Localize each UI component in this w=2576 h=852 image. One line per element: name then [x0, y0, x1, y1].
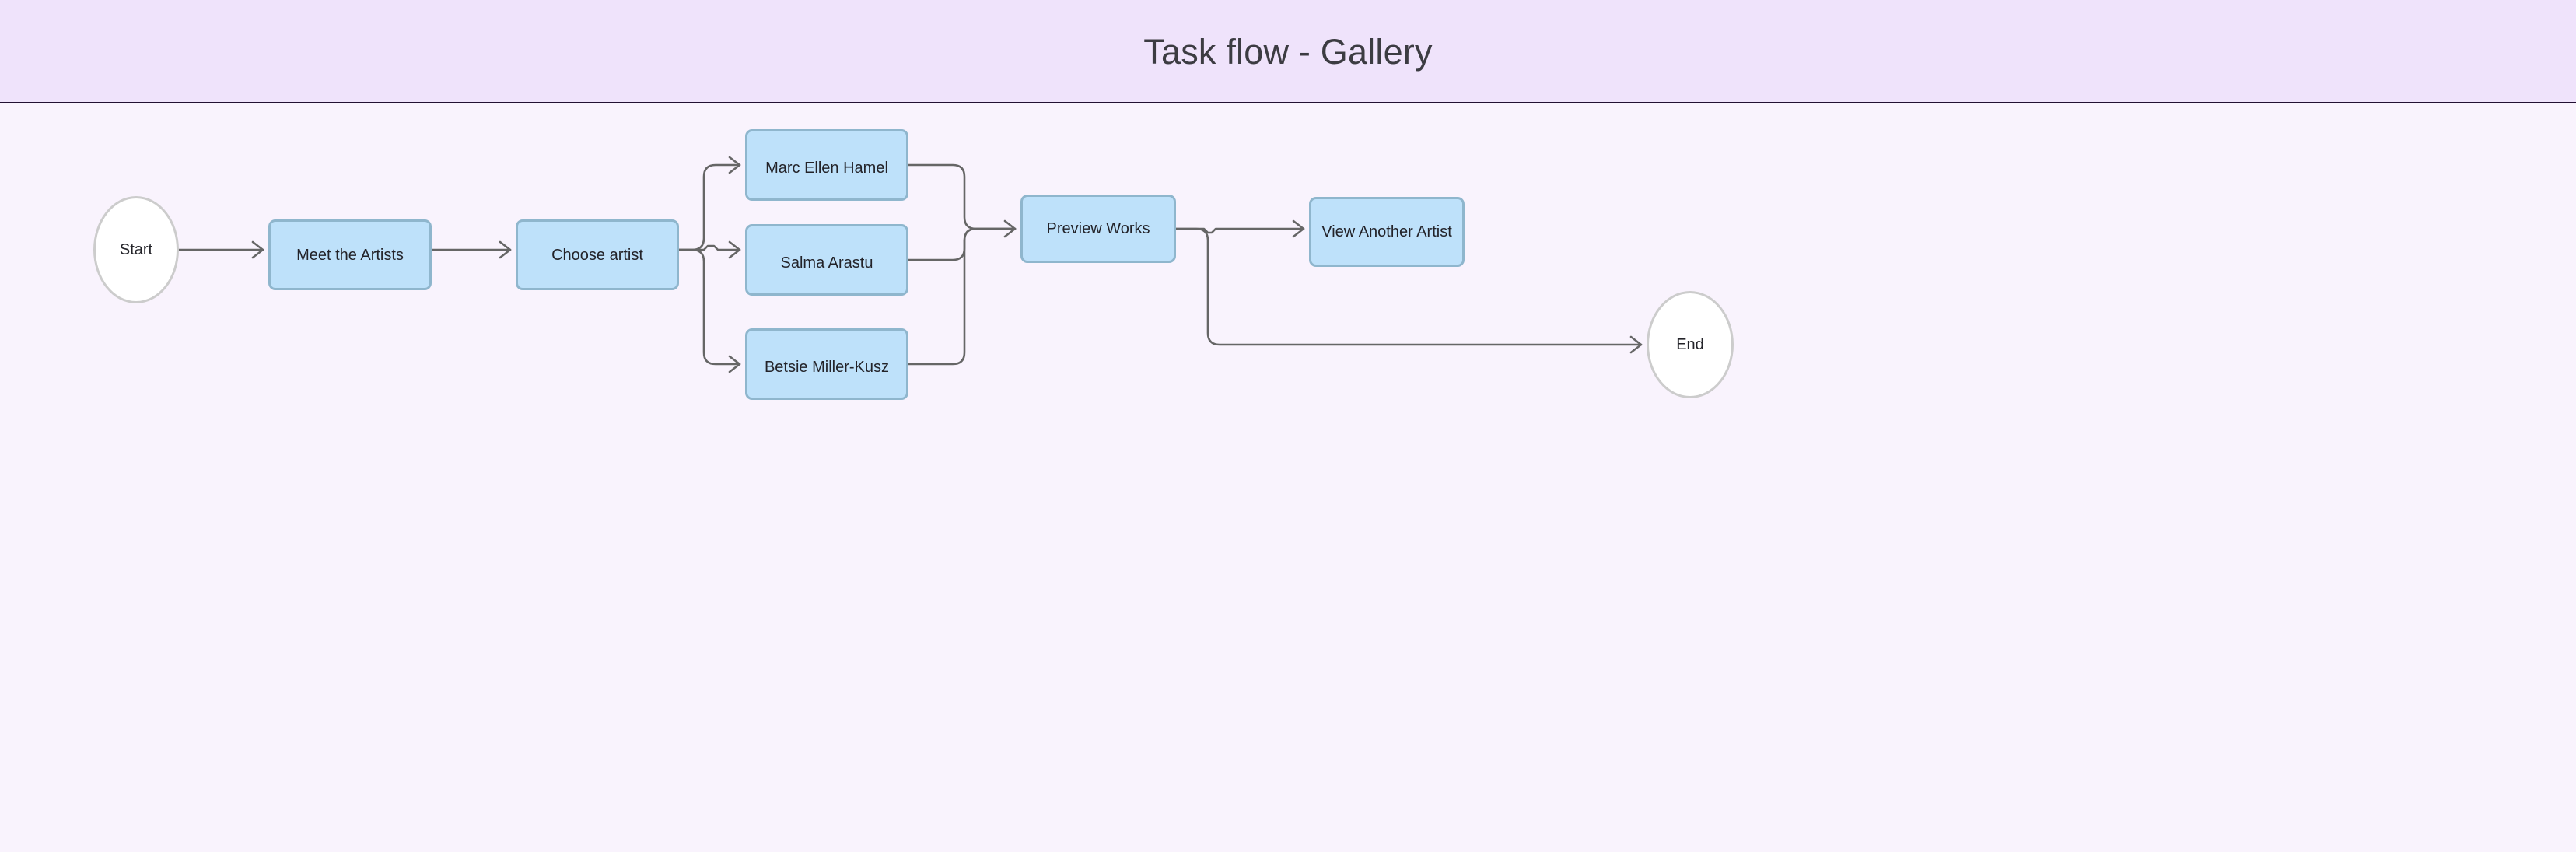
- edge-meet-to-choose: [430, 240, 512, 259]
- header-bar: Task flow - Gallery: [0, 0, 2576, 103]
- node-preview-works[interactable]: Preview Works: [1020, 195, 1176, 263]
- edge-start-to-meet: [177, 240, 264, 259]
- edge-artist1-to-preview: [907, 163, 1017, 238]
- page-title: Task flow - Gallery: [1143, 32, 1433, 72]
- node-artist-marc-ellen-hamel[interactable]: Marc Ellen Hamel: [745, 129, 908, 201]
- node-start[interactable]: Start: [93, 196, 179, 303]
- node-view-another-artist-label: View Another Artist: [1321, 223, 1452, 240]
- edge-choose-to-artist1: [677, 156, 741, 251]
- node-choose-artist-label: Choose artist: [551, 246, 643, 264]
- node-choose-artist[interactable]: Choose artist: [516, 219, 679, 290]
- node-artist-betsie-miller-kusz[interactable]: Betsie Miller-Kusz: [745, 328, 908, 400]
- node-preview-works-label: Preview Works: [1046, 220, 1150, 237]
- edge-preview-to-end: [1174, 227, 1643, 354]
- node-artist-marc-ellen-hamel-label: Marc Ellen Hamel: [765, 160, 888, 177]
- connector-layer: [177, 156, 1643, 373]
- edge-artist3-to-preview: [907, 227, 1017, 366]
- node-meet-the-artists-label: Meet the Artists: [296, 246, 404, 264]
- edge-choose-to-artist3: [677, 248, 741, 373]
- edge-choose-to-artist2: [677, 240, 741, 259]
- node-end[interactable]: End: [1647, 291, 1734, 398]
- node-end-label: End: [1676, 336, 1704, 353]
- node-meet-the-artists[interactable]: Meet the Artists: [268, 219, 432, 290]
- edge-artist2-to-preview: [907, 227, 1017, 261]
- flowchart-canvas: Start Meet the Artists Choose artist Mar…: [0, 103, 2576, 852]
- node-artist-salma-arastu[interactable]: Salma Arastu: [745, 224, 908, 296]
- node-artist-salma-arastu-label: Salma Arastu: [780, 254, 873, 272]
- node-view-another-artist[interactable]: View Another Artist: [1309, 197, 1465, 267]
- node-start-label: Start: [119, 241, 153, 258]
- node-artist-betsie-miller-kusz-label: Betsie Miller-Kusz: [764, 359, 890, 376]
